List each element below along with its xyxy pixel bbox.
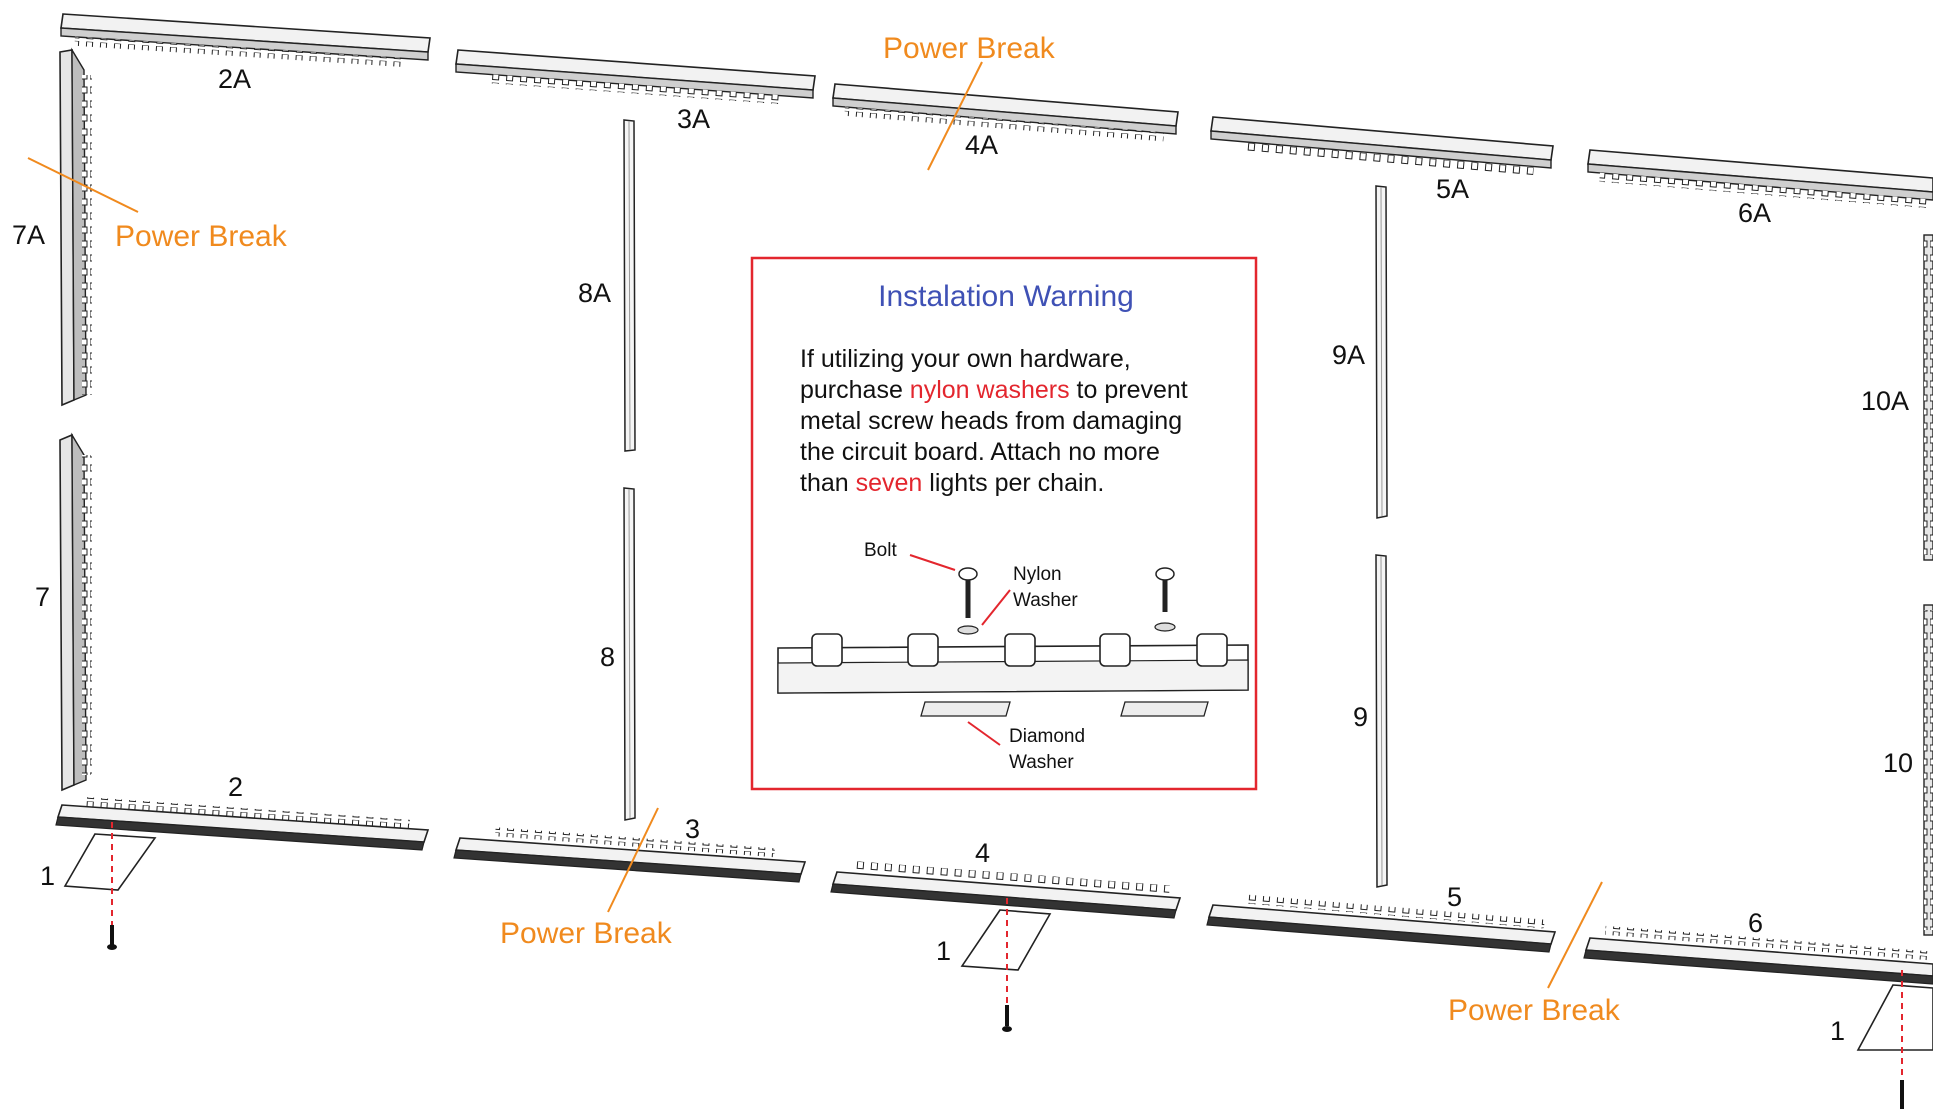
label-3: 3 — [685, 814, 700, 844]
diamond-washer-icon — [920, 701, 1209, 717]
nylon-washer-label-2: Washer — [1013, 590, 1078, 611]
bottom-rail-5 — [1206, 894, 1557, 953]
base-plate-right — [1856, 970, 1933, 1109]
power-break-label-left: Power Break — [115, 220, 288, 253]
post-7a — [59, 47, 92, 407]
top-rail-6a — [1587, 149, 1933, 209]
post-9a — [1375, 185, 1388, 519]
bottom-rail-2 — [55, 796, 430, 851]
label-5: 5 — [1447, 882, 1462, 912]
diamond-washer-label-1: Diamond — [1009, 726, 1085, 747]
post-8 — [623, 487, 636, 821]
label-4a: 4A — [965, 130, 998, 160]
post-7 — [59, 432, 92, 792]
post-10a — [1923, 234, 1933, 561]
base-plate-left — [63, 822, 157, 950]
installation-warning-panel: Instalation Warning If utilizing your ow… — [750, 256, 1258, 791]
post-10 — [1923, 604, 1933, 936]
power-break-line-bottom-right — [1547, 881, 1603, 989]
screw-icon — [107, 925, 117, 950]
screw-icon — [1002, 1005, 1012, 1032]
power-break-line-left — [27, 157, 139, 213]
label-10a: 10A — [1861, 386, 1909, 416]
label-3a: 3A — [677, 104, 710, 134]
top-rail-4a — [832, 83, 1179, 142]
power-break-label-bottom-right: Power Break — [1448, 994, 1621, 1027]
label-1-left: 1 — [40, 861, 55, 891]
label-2a: 2A — [218, 64, 251, 94]
power-break-line-bottom-left — [607, 807, 659, 913]
warning-title: Instalation Warning — [878, 280, 1134, 313]
label-2: 2 — [228, 772, 243, 802]
label-10: 10 — [1883, 748, 1913, 778]
led-module-icon — [811, 633, 1228, 667]
label-9: 9 — [1353, 702, 1368, 732]
label-8a: 8A — [578, 278, 611, 308]
nylon-washer-label-1: Nylon — [1013, 564, 1062, 585]
label-1-right: 1 — [1830, 1016, 1845, 1046]
warning-line-2: purchase nylon washers to prevent — [800, 376, 1188, 404]
label-6a: 6A — [1738, 198, 1771, 228]
label-8: 8 — [600, 642, 615, 672]
nylon-washer-icon — [957, 622, 1176, 635]
diamond-washer-label-2: Washer — [1009, 752, 1074, 773]
label-1-middle: 1 — [936, 936, 951, 966]
label-7a: 7A — [12, 220, 45, 250]
label-7: 7 — [35, 582, 50, 612]
base-plate-middle — [960, 898, 1052, 1032]
power-break-label-bottom-left: Power Break — [500, 917, 673, 950]
post-8a — [623, 119, 636, 452]
warning-line-1: If utilizing your own hardware, — [800, 345, 1131, 373]
post-9 — [1375, 554, 1388, 888]
warning-line-5: than seven lights per chain. — [800, 469, 1104, 497]
top-rail-5a — [1210, 116, 1554, 176]
warning-line-3: metal screw heads from damaging — [800, 407, 1182, 435]
label-4: 4 — [975, 838, 990, 868]
bolt-icon — [958, 567, 1175, 618]
power-break-line-top — [927, 61, 983, 171]
label-6: 6 — [1748, 908, 1763, 938]
top-rail-2a — [60, 13, 431, 68]
top-rail-3a — [455, 49, 816, 104]
label-5a: 5A — [1436, 174, 1469, 204]
hardware-illustration: Bolt Nylon Washer Diamond Washer — [777, 540, 1249, 773]
bottom-rail-3 — [453, 827, 807, 883]
bottom-rail-4 — [830, 860, 1182, 919]
bolt-label: Bolt — [864, 540, 897, 561]
label-9a: 9A — [1332, 340, 1365, 370]
warning-line-4: the circuit board. Attach no more — [800, 438, 1160, 466]
power-break-label-top: Power Break — [883, 32, 1056, 65]
bottom-rail-6 — [1583, 925, 1933, 985]
